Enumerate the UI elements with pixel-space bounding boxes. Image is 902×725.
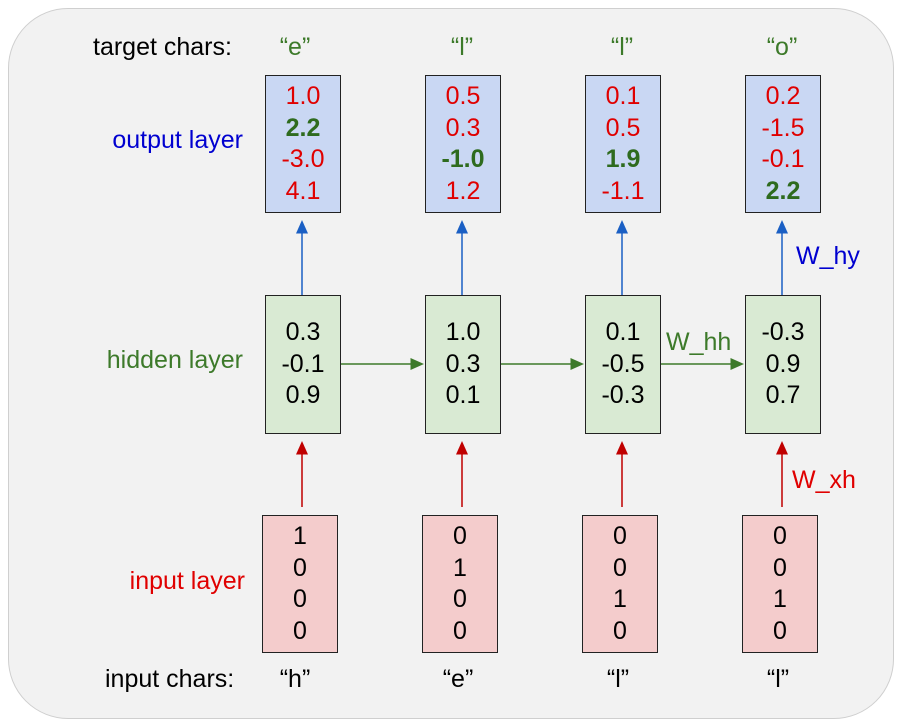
input-value: 0 xyxy=(293,585,307,613)
hidden-box-2: 1.0 0.3 0.1 xyxy=(425,295,501,434)
input-value: 0 xyxy=(773,553,787,582)
hidden-value: 0.1 xyxy=(445,381,481,410)
input-value: 1 xyxy=(293,522,307,550)
hidden-value: 0.1 xyxy=(605,318,641,347)
input-value: 0 xyxy=(773,616,787,645)
output-value: -3.0 xyxy=(281,145,325,173)
hidden-value: 0.3 xyxy=(445,349,481,378)
hidden-value: -0.1 xyxy=(281,349,325,378)
input-value: 0 xyxy=(613,553,627,582)
output-value: -1.5 xyxy=(761,113,805,142)
input-value: 0 xyxy=(453,522,467,550)
hidden-value: -0.5 xyxy=(601,349,645,378)
input-char-4: “l” xyxy=(766,665,790,693)
target-char-1: “e” xyxy=(279,33,311,61)
output-value: 0.1 xyxy=(605,82,641,110)
input-value: 0 xyxy=(613,522,627,550)
output-value: -1.0 xyxy=(441,145,485,173)
hidden-value: 0.9 xyxy=(285,381,321,410)
hidden-value: 0.7 xyxy=(765,381,801,410)
hidden-value: 1.0 xyxy=(445,318,481,347)
output-value: 1.0 xyxy=(285,82,321,110)
output-value: 1.9 xyxy=(605,145,641,173)
output-layer-label: output layer xyxy=(112,126,243,154)
hidden-layer-label: hidden layer xyxy=(106,346,243,374)
input-char-1: “h” xyxy=(279,665,311,693)
input-value: 1 xyxy=(613,585,627,613)
output-box-4: 0.2 -1.5 -0.1 2.2 xyxy=(745,75,821,213)
input-value: 0 xyxy=(293,616,307,645)
hidden-value: -0.3 xyxy=(601,381,645,410)
hidden-box-3: 0.1 -0.5 -0.3 xyxy=(585,295,661,434)
input-char-3: “l” xyxy=(606,665,630,693)
output-value: 0.3 xyxy=(445,113,481,142)
output-value: 0.5 xyxy=(445,82,481,110)
input-value: 1 xyxy=(453,553,467,582)
w-hy-label: W_hy xyxy=(796,242,860,270)
output-value: 1.2 xyxy=(445,176,481,205)
hidden-box-4: -0.3 0.9 0.7 xyxy=(745,295,821,434)
input-value: 0 xyxy=(773,522,787,550)
output-box-2: 0.5 0.3 -1.0 1.2 xyxy=(425,75,501,213)
input-box-2: 0 1 0 0 xyxy=(422,515,498,653)
input-value: 1 xyxy=(773,585,787,613)
output-value: 2.2 xyxy=(765,176,801,205)
target-chars-label: target chars: xyxy=(93,33,232,61)
hidden-value: 0.9 xyxy=(765,349,801,378)
target-char-4: “o” xyxy=(766,33,798,61)
input-value: 0 xyxy=(293,553,307,582)
input-value: 0 xyxy=(453,616,467,645)
input-box-1: 1 0 0 0 xyxy=(262,515,338,653)
output-box-1: 1.0 2.2 -3.0 4.1 xyxy=(265,75,341,213)
input-box-3: 0 0 1 0 xyxy=(582,515,658,653)
hidden-box-1: 0.3 -0.1 0.9 xyxy=(265,295,341,434)
output-value: 2.2 xyxy=(285,113,321,142)
output-value: 0.5 xyxy=(605,113,641,142)
input-chars-label: input chars: xyxy=(105,665,235,693)
w-hh-label: W_hh xyxy=(666,328,732,356)
output-value: -0.1 xyxy=(761,145,805,173)
output-value: 4.1 xyxy=(285,176,321,205)
target-char-3: “l” xyxy=(610,33,634,61)
input-box-4: 0 0 1 0 xyxy=(742,515,818,653)
target-char-2: “l” xyxy=(450,33,474,61)
hidden-value: 0.3 xyxy=(285,318,321,347)
hidden-value: -0.3 xyxy=(761,318,805,347)
input-layer-label: input layer xyxy=(129,567,245,595)
input-value: 0 xyxy=(613,616,627,645)
w-xh-label: W_xh xyxy=(792,466,856,494)
output-box-3: 0.1 0.5 1.9 -1.1 xyxy=(585,75,661,213)
output-value: -1.1 xyxy=(601,176,645,205)
output-value: 0.2 xyxy=(765,82,801,110)
input-char-2: “e” xyxy=(442,665,474,693)
input-value: 0 xyxy=(453,585,467,613)
